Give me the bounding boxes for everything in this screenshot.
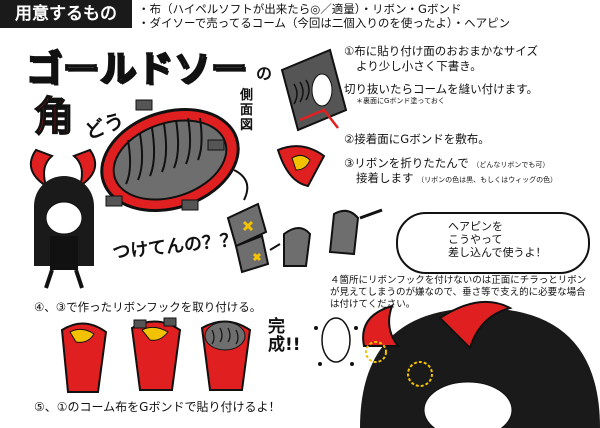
bubble-line-2: こうやって — [448, 233, 503, 246]
step-3-note-2: （リボンの色は黒、もしくはウィッグの色） — [417, 176, 558, 184]
step-3: ③リボンを折りたたんで （どんなリボンでも可） 接着します （リボンの色は黒、も… — [344, 156, 600, 186]
side-view-label: 側面図 — [240, 88, 254, 133]
step-4: ④、③で作ったリボンフックを取り付ける。 — [34, 300, 262, 314]
bubble-line-3: 差し込んで使うよ！ — [448, 246, 547, 259]
step-3-line-1: ③リボンを折りたたんで — [344, 156, 469, 170]
step-1: ①布に貼り付け面のおおまかなサイズ より少し小さく下書き。 切り抜いたらコームを… — [344, 44, 594, 106]
step-1-note: ＊裏面にGボンド塗っておく — [356, 97, 445, 105]
page-title: ゴールドソー — [25, 48, 249, 91]
step-1-line-3: 切り抜いたらコームを縫い付けます。 — [344, 82, 539, 96]
step-3-note-1: （どんなリボンでも可） — [472, 161, 550, 169]
step-1-line-2: より少し小さく下書き。 — [356, 59, 482, 73]
step-1-line-1: ①布に貼り付け面のおおまかなサイズ — [344, 44, 538, 58]
step-2: ②接着面にGボンドを敷布。 — [344, 132, 490, 146]
girl-character-illustration — [29, 148, 97, 289]
wig-head-illustration — [360, 301, 600, 428]
header-label: 用意するもの — [0, 0, 132, 28]
title-particle: の — [256, 64, 273, 83]
placement-diagram — [314, 317, 358, 366]
step2-horn-illustration — [276, 145, 326, 188]
materials-line-1: ・布（ハイペルソフトが出来たら◎／適量）・リボン・Gボンド — [138, 2, 462, 16]
bubble-text: ヘアピンを こうやって 差し込んで使うよ！ — [448, 220, 578, 259]
horn-base-illustration — [100, 99, 249, 213]
materials-line-2: ・ダイソーで売ってるコーム（今回は二個入りのを使ったよ）・ヘアピン — [138, 16, 511, 30]
speech-bubble — [396, 212, 590, 274]
horn-label: 角 — [33, 93, 75, 141]
step-5: ⑤、①のコーム布をGボンドで貼り付けるよ！ — [34, 400, 281, 414]
finish-label: 完成!! — [268, 317, 301, 355]
materials-list: ・布（ハイペルソフトが出来たら◎／適量）・リボン・Gボンド ・ダイソーで売ってる… — [138, 2, 596, 30]
step1-fabric-illustration — [280, 48, 348, 132]
step-3-line-2: 接着します — [356, 171, 414, 185]
step3-ribbon-illustration — [226, 202, 383, 274]
bubble-line-1: ヘアピンを — [448, 220, 503, 233]
step4-horns-illustration — [60, 317, 252, 393]
placement-note: ４箇所にリボンフックを付けないのは正面にチラっとリボンが見えてしまうのが嫌なので… — [330, 275, 587, 310]
